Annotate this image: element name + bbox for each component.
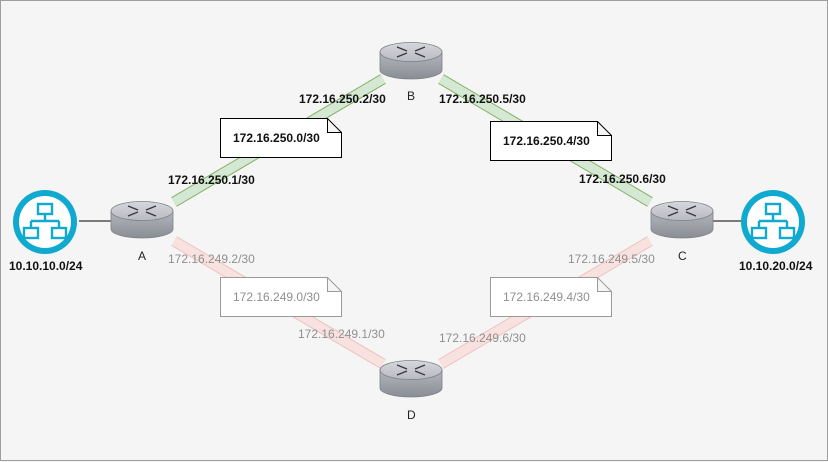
- subnet-note-bc: 172.16.250.4/30: [490, 121, 612, 161]
- router-b-icon[interactable]: [379, 42, 443, 80]
- router-a-label: A: [138, 249, 147, 263]
- router-b-label: B: [407, 89, 416, 103]
- subnet-note-bc-text: 172.16.250.4/30: [503, 134, 590, 148]
- bc-b-interface-label: 172.16.250.5/30: [439, 92, 526, 106]
- router-d-label: D: [407, 408, 416, 422]
- subnet-note-dc-text: 172.16.249.4/30: [503, 290, 590, 304]
- subnet-note-ad-text: 172.16.249.0/30: [233, 290, 320, 304]
- subnet-note-dc: 172.16.249.4/30: [490, 277, 612, 317]
- network-left-icon[interactable]: [13, 190, 77, 254]
- router-a-icon[interactable]: [110, 201, 174, 239]
- network-left-label: 10.10.10.0/24: [9, 259, 83, 273]
- dc-c-interface-label: 172.16.249.5/30: [568, 252, 655, 266]
- network-right-label: 10.10.20.0/24: [739, 259, 813, 273]
- ad-d-interface-label: 172.16.249.1/30: [298, 327, 385, 341]
- subnet-note-ab: 172.16.250.0/30: [220, 118, 342, 158]
- bc-c-interface-label: 172.16.250.6/30: [579, 172, 666, 186]
- ab-a-interface-label: 172.16.250.1/30: [168, 173, 255, 187]
- dc-d-interface-label: 172.16.249.6/30: [439, 331, 526, 345]
- ab-b-interface-label: 172.16.250.2/30: [299, 92, 386, 106]
- subnet-note-ab-text: 172.16.250.0/30: [233, 131, 320, 145]
- router-c-label: C: [678, 249, 687, 263]
- subnet-note-ad: 172.16.249.0/30: [220, 277, 342, 317]
- router-d-icon[interactable]: [379, 360, 443, 398]
- network-right-icon[interactable]: [741, 190, 805, 254]
- router-c-icon[interactable]: [650, 201, 714, 239]
- ad-a-interface-label: 172.16.249.2/30: [168, 252, 255, 266]
